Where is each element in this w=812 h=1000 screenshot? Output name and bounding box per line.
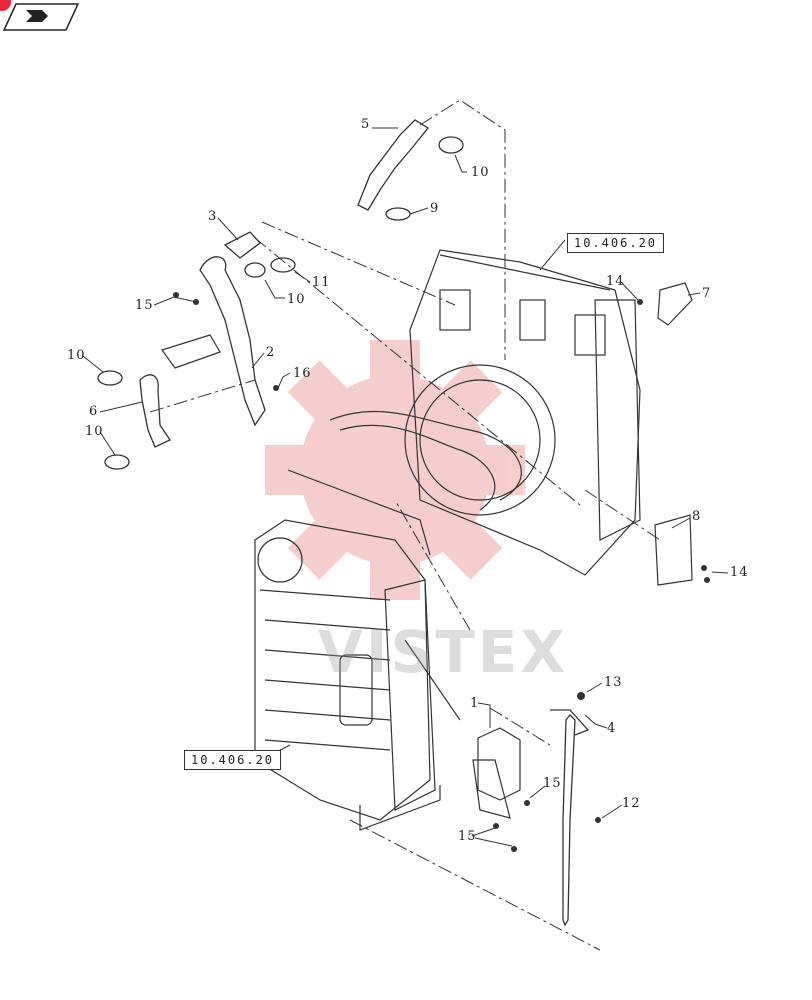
hose-clamps [97,136,464,470]
callout-9: 9 [430,201,440,216]
callout-12: 12 [622,796,641,811]
callout-10: 10 [287,292,306,307]
reference-link[interactable]: 10.406.20 [184,750,282,770]
leader-lines [82,127,729,847]
radiator-assembly [329,249,641,576]
callout-3: 3 [208,209,218,224]
callout-10: 10 [471,165,490,180]
callout-5: 5 [361,117,371,132]
callout-6: 6 [89,404,99,419]
callout-13: 13 [604,675,623,690]
callout-11: 11 [312,275,331,290]
assembly-lines [149,99,661,951]
callout-14: 14 [606,274,625,289]
hoses [139,119,590,927]
bolts [173,292,710,852]
callout-8: 8 [692,509,702,524]
callout-1: 1 [470,696,480,711]
watermark-text: VISTEX [318,618,569,686]
radiator-front-assembly [254,469,461,831]
callout-15: 15 [135,298,154,313]
callout-16: 16 [293,366,312,381]
callout-10: 10 [67,348,86,363]
callout-10: 10 [85,424,104,439]
brackets [161,282,693,819]
callout-2: 2 [266,345,276,360]
watermark-gear-icon [265,340,525,600]
book-page-icon[interactable] [0,0,80,32]
callout-15: 15 [543,776,562,791]
callout-7: 7 [702,286,712,301]
callout-15: 15 [458,829,477,844]
reference-link[interactable]: 10.406.20 [567,233,665,253]
callout-14: 14 [730,565,749,580]
callout-4: 4 [607,721,617,736]
